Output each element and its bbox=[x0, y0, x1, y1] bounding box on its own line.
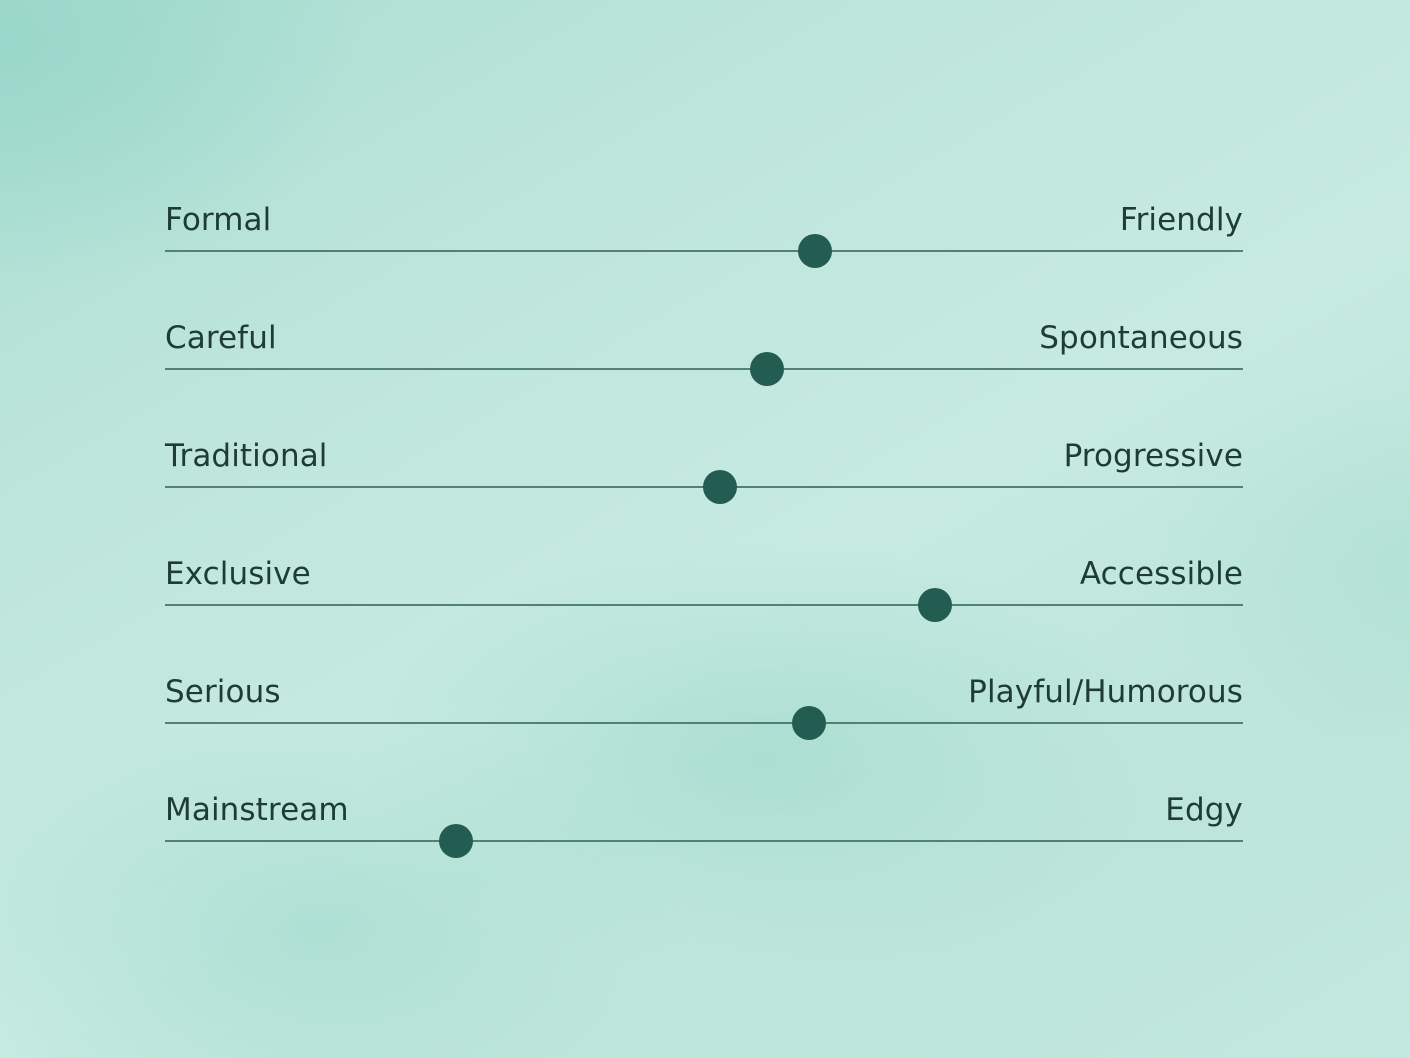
slider-track[interactable] bbox=[165, 840, 1243, 842]
slider-thumb[interactable] bbox=[798, 234, 833, 268]
slider-track[interactable] bbox=[165, 722, 1243, 724]
slider-left-label: Careful bbox=[165, 320, 277, 356]
slider-thumb[interactable] bbox=[749, 352, 784, 386]
slider-left-label: Serious bbox=[165, 674, 281, 710]
slider-thumb[interactable] bbox=[917, 588, 952, 622]
slider-right-label: Friendly bbox=[1119, 202, 1243, 238]
slider-row-careful-spontaneous: Careful Spontaneous bbox=[165, 318, 1243, 436]
personality-sliders: Formal Friendly Careful Spontaneous Trad… bbox=[165, 200, 1243, 908]
slider-track[interactable] bbox=[165, 368, 1243, 370]
slider-row-formal-friendly: Formal Friendly bbox=[165, 200, 1243, 318]
slider-thumb[interactable] bbox=[439, 824, 474, 858]
slider-left-label: Exclusive bbox=[165, 556, 311, 592]
slider-thumb[interactable] bbox=[703, 470, 738, 504]
slider-left-label: Mainstream bbox=[165, 792, 349, 828]
slider-row-traditional-progressive: Traditional Progressive bbox=[165, 436, 1243, 554]
slider-right-label: Spontaneous bbox=[1039, 320, 1243, 356]
slider-right-label: Progressive bbox=[1063, 438, 1243, 474]
slider-left-label: Formal bbox=[165, 202, 272, 238]
slider-right-label: Accessible bbox=[1079, 556, 1243, 592]
slider-track[interactable] bbox=[165, 604, 1243, 606]
slider-track[interactable] bbox=[165, 250, 1243, 252]
slider-row-mainstream-edgy: Mainstream Edgy bbox=[165, 790, 1243, 908]
slider-right-label: Playful/Humorous bbox=[968, 674, 1243, 710]
slider-left-label: Traditional bbox=[165, 438, 328, 474]
slider-thumb[interactable] bbox=[791, 706, 826, 740]
slider-row-exclusive-accessible: Exclusive Accessible bbox=[165, 554, 1243, 672]
slider-right-label: Edgy bbox=[1165, 792, 1243, 828]
slider-row-serious-playful: Serious Playful/Humorous bbox=[165, 672, 1243, 790]
